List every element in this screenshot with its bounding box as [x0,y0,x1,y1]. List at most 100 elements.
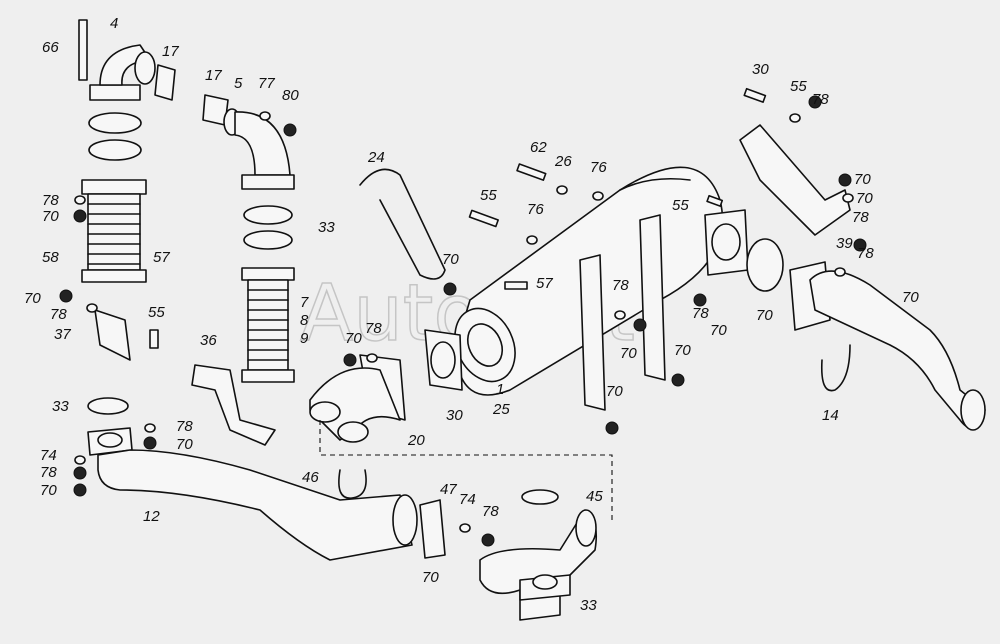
callout-76: 76 [590,159,607,176]
callout-78: 78 [365,320,382,337]
callout-55: 55 [790,78,807,95]
callout-70: 70 [606,383,623,400]
callout-70: 70 [422,569,439,586]
callout-78: 78 [50,306,67,323]
callout-70: 70 [902,289,919,306]
callout-78: 78 [852,209,869,226]
callout-74: 74 [40,447,57,464]
callout-70: 70 [176,436,193,453]
callout-78: 78 [812,91,829,108]
callout-30: 30 [446,407,463,424]
lower-pipes [87,397,613,621]
callout-70: 70 [442,251,459,268]
callout-77: 77 [258,75,275,92]
callout-70: 70 [854,171,871,188]
nut-icon [481,533,495,547]
callout-78: 78 [176,418,193,435]
callout-78: 78 [42,192,59,209]
callout-26: 26 [554,153,572,170]
nut-icon [838,173,852,187]
callout-25: 25 [492,401,510,418]
washer-icon [592,191,604,201]
washer-icon [789,113,801,123]
tailpipe-assembly [739,87,986,431]
washer-icon [842,193,854,203]
callout-70: 70 [24,290,41,307]
callout-70: 70 [856,190,873,207]
callout-70: 70 [756,307,773,324]
callout-47: 47 [440,481,457,498]
callout-20: 20 [407,432,425,449]
callout-80: 80 [282,87,299,104]
callout-55: 55 [148,304,165,321]
callout-78: 78 [40,464,57,481]
callout-14: 14 [822,407,839,424]
callout-30: 30 [752,61,769,78]
callout-78: 78 [857,245,874,262]
callout-36: 36 [200,332,217,349]
nut-icon [633,318,647,332]
washer-icon [526,235,538,245]
washer-icon [259,111,271,121]
nut-icon [605,421,619,435]
nut-icon [443,282,457,296]
callout-76: 76 [527,201,544,218]
washer-icon [86,303,98,313]
nut-icon [283,123,297,137]
callout-5: 5 [234,75,243,92]
callout-7: 7 [300,294,309,311]
nut-icon [808,95,822,109]
washer-icon [366,353,378,363]
callout-74: 74 [459,491,476,508]
callout-57: 57 [153,249,170,266]
callout-46: 46 [302,469,319,486]
callout-70: 70 [40,482,57,499]
middle-bellows-assembly [191,94,406,446]
washer-icon [144,423,156,433]
callout-24: 24 [367,149,385,166]
callout-66: 66 [42,39,59,56]
callout-57: 57 [536,275,553,292]
nut-icon [73,209,87,223]
callout-45: 45 [586,488,603,505]
washer-icon [556,185,568,195]
callout-70: 70 [710,322,727,339]
nut-icon [143,436,157,450]
callout-78: 78 [612,277,629,294]
nut-icon [693,293,707,307]
callout-1: 1 [496,381,504,398]
callout-33: 33 [580,597,597,614]
washer-icon [459,523,471,533]
callout-70: 70 [42,208,59,225]
callout-9: 9 [300,330,309,347]
callout-62: 62 [530,139,547,156]
nut-icon [671,373,685,387]
nut-icon [343,353,357,367]
nut-icon [59,289,73,303]
callout-4: 4 [110,15,118,32]
muffler [359,163,784,411]
washer-icon [614,310,626,320]
callout-55: 55 [672,197,689,214]
washer-icon [74,195,86,205]
callout-58: 58 [42,249,59,266]
nut-icon [73,483,87,497]
nut-icon [73,466,87,480]
callout-70: 70 [620,345,637,362]
callout-37: 37 [54,326,71,343]
callout-70: 70 [674,342,691,359]
callout-33: 33 [52,398,69,415]
callout-39: 39 [836,235,853,252]
callout-55: 55 [480,187,497,204]
washer-icon [834,267,846,277]
callout-17: 17 [205,67,222,84]
callout-8: 8 [300,312,309,329]
callout-70: 70 [345,330,362,347]
callout-78: 78 [692,305,709,322]
callout-12: 12 [143,508,160,525]
fasteners [59,95,867,547]
washer-icon [74,455,86,465]
